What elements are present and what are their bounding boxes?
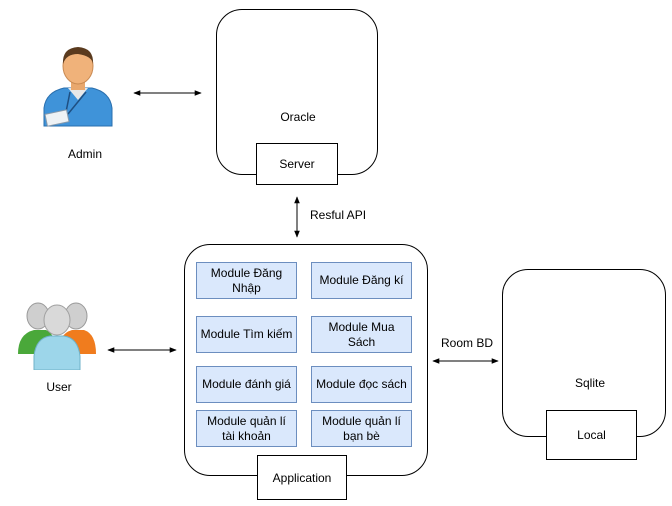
module-quan-li-tai-khoan[interactable]: Module quản lí tài khoản bbox=[196, 410, 297, 447]
server-box[interactable]: Server bbox=[256, 143, 338, 185]
module-quan-li-ban-be[interactable]: Module quản lí bạn bè bbox=[311, 410, 412, 447]
module-danh-gia[interactable]: Module đánh giá bbox=[196, 366, 297, 403]
local-container[interactable] bbox=[502, 269, 666, 437]
oracle-label: Oracle bbox=[280, 110, 316, 124]
module-dang-nhap[interactable]: Module Đăng Nhập bbox=[196, 262, 297, 299]
user-group-icon bbox=[18, 302, 96, 370]
user-label: User bbox=[46, 380, 72, 394]
local-box[interactable]: Local bbox=[546, 410, 637, 460]
resful-api-label: Resful API bbox=[310, 208, 367, 222]
module-doc-sach[interactable]: Module đọc sách bbox=[311, 366, 412, 403]
module-tim-kiem[interactable]: Module Tìm kiếm bbox=[196, 316, 297, 353]
admin-label: Admin bbox=[67, 147, 102, 161]
room-bd-label: Room BD bbox=[441, 336, 494, 350]
module-mua-sach[interactable]: Module Mua Sách bbox=[311, 316, 412, 353]
module-dang-ki[interactable]: Module Đăng kí bbox=[311, 262, 412, 299]
admin-user-icon bbox=[43, 47, 113, 127]
application-box[interactable]: Application bbox=[257, 455, 347, 500]
sqlite-label: Sqlite bbox=[574, 376, 606, 390]
